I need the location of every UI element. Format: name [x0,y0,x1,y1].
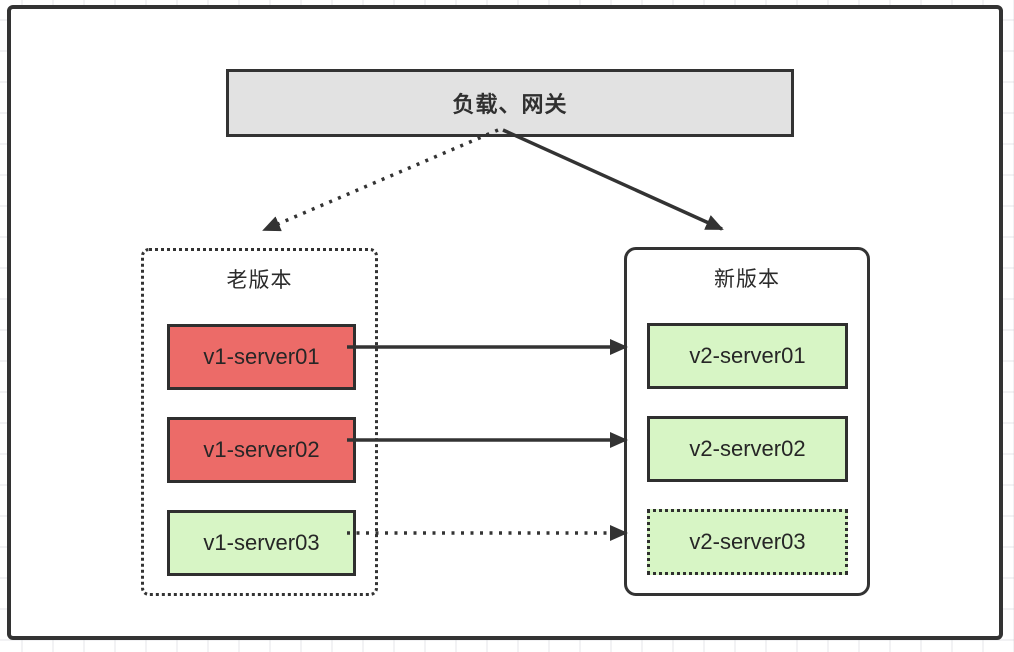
new-version-title: 新版本 [714,268,780,291]
server-node-v2-02: v2-server02 [647,416,848,482]
server-node-v2-03: v2-server03 [647,509,848,575]
server-node-v1-01: v1-server01 [167,324,356,390]
server-node-v1-02: v1-server02 [167,417,356,483]
server-node-v1-03: v1-server03 [167,510,356,576]
gateway-node: 负载、网关 [226,69,794,137]
gateway-label: 负载、网关 [452,92,568,117]
old-version-title: 老版本 [226,269,293,292]
server-node-v2-01: v2-server01 [647,323,848,389]
new-version-group: 新版本 v2-server01 v2-server02 v2-server03 [624,247,870,596]
old-version-group: 老版本 v1-server01 v1-server02 v1-server03 [141,248,378,596]
diagram-frame: 负载、网关 老版本 v1-server01 v1-server02 v1-ser… [7,5,1003,640]
